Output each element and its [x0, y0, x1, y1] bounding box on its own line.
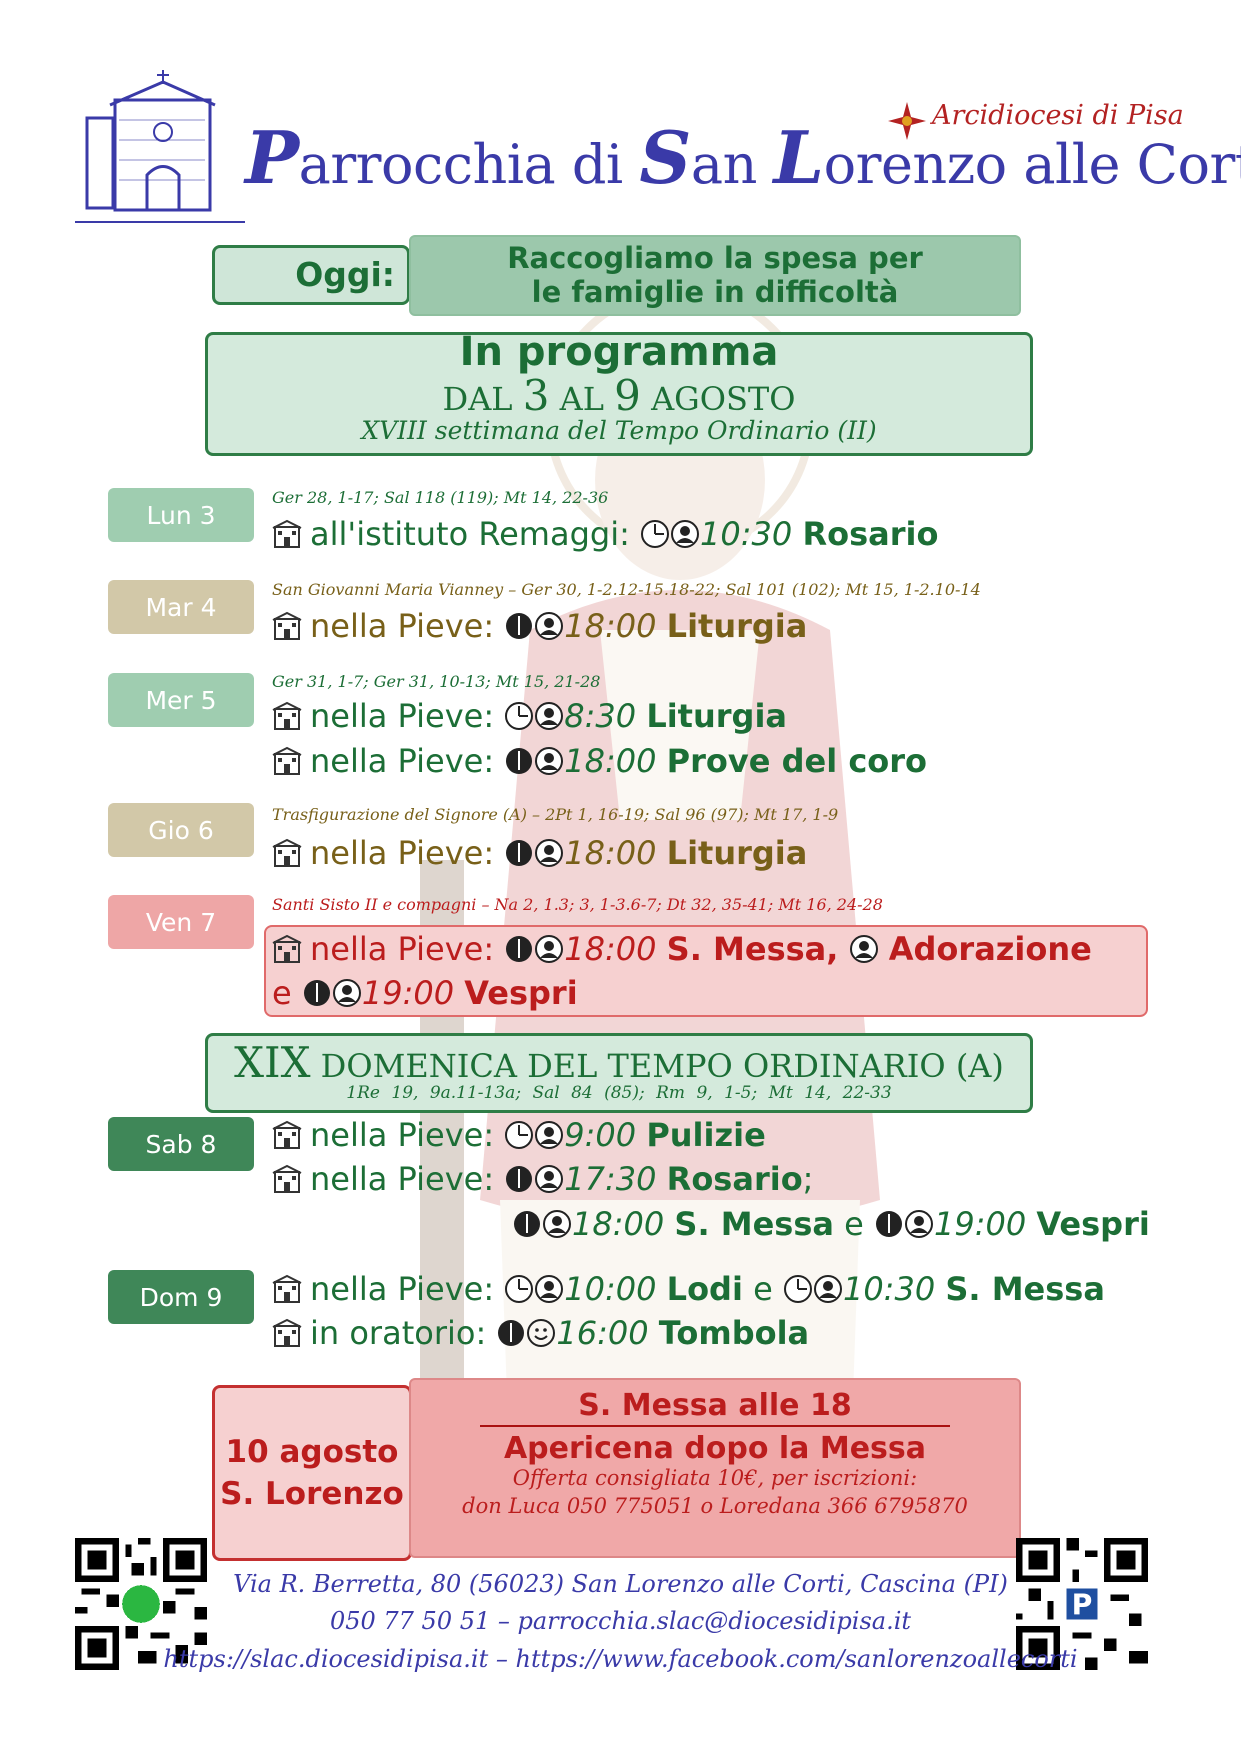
event-sat-2: nella Pieve: 17:30 Rosario;: [272, 1160, 813, 1198]
clock-icon: [505, 1165, 534, 1193]
today-line-1: Raccogliamo la spesa per: [507, 241, 923, 275]
event-fri-2: e 19:00 Vespri: [272, 974, 578, 1012]
day-reading-mon: Ger 28, 1-17; Sal 118 (119); Mt 14, 22-3…: [272, 488, 609, 507]
event-wed-1: nella Pieve: 8:30 Liturgia: [272, 697, 787, 735]
clock-icon: [783, 1275, 812, 1303]
program-heading: In programma: [459, 329, 779, 375]
clock-icon: [505, 935, 534, 963]
day-pill-tue: Mar 4: [108, 580, 254, 634]
svg-text:P: P: [1072, 1589, 1093, 1622]
event-tue-1: nella Pieve: 18:00 Liturgia: [272, 607, 807, 645]
praying-hands-icon: [905, 1210, 933, 1238]
today-label-box: Oggi:: [212, 245, 410, 305]
today-line-2: le famiglie in difficoltà: [531, 275, 899, 309]
day-reading-tue: San Giovanni Maria Vianney – Ger 30, 1-2…: [272, 580, 981, 599]
event-sun-2: in oratorio: 16:00 Tombola: [272, 1314, 809, 1352]
liturgy-icon: [535, 702, 564, 730]
chalice-icon: [813, 1275, 842, 1303]
church-icon: [272, 1165, 302, 1193]
feast-offer: Offerta consigliata 10€, per iscrizioni:: [512, 1466, 918, 1490]
day-pill-fri: Ven 7: [108, 895, 254, 949]
feast-date: 10 agosto: [225, 1434, 399, 1470]
program-week: XVIII settimana del Tempo Ordinario (II): [361, 416, 877, 445]
clock-icon: [641, 520, 670, 548]
liturgy-icon: [535, 612, 564, 640]
day-reading-wed: Ger 31, 1-7; Ger 31, 10-13; Mt 15, 21-28: [272, 672, 601, 691]
clock-icon: [302, 979, 331, 1007]
footer-links[interactable]: https://slac.diocesidipisa.it – https://…: [163, 1645, 1078, 1673]
paypal-qr-code[interactable]: P: [1016, 1538, 1148, 1670]
day-reading-fri: Santi Sisto II e compagni – Na 2, 1.3; 3…: [272, 895, 883, 914]
clock-icon: [505, 702, 534, 730]
footer-contact[interactable]: 050 77 50 51 – parrocchia.slac@diocesidi…: [329, 1607, 912, 1635]
friday-highlight-box: [264, 925, 1148, 1017]
cleaning-icon: [535, 1121, 564, 1149]
program-box: In programma DAL 3 AL 9 AGOSTO XVIII set…: [205, 329, 1033, 456]
today-notice: Raccogliamo la spesa per le famiglie in …: [409, 235, 1021, 316]
day-pill-sat: Sab 8: [108, 1117, 254, 1171]
today-label: Oggi:: [295, 255, 395, 294]
clock-icon: [505, 839, 534, 867]
choir-icon: [535, 747, 564, 775]
event-sun-1: nella Pieve: 10:00 Lodi e 10:30 S. Messa: [272, 1270, 1105, 1308]
clock-icon: [505, 612, 534, 640]
event-mon-1: all'istituto Remaggi: 10:30 Rosario: [272, 515, 938, 553]
clock-icon: [875, 1210, 903, 1238]
footer-address: Via R. Berretta, 80 (56023) San Lorenzo …: [233, 1570, 1008, 1598]
clock-icon: [505, 1121, 534, 1149]
chalice-icon: [543, 1210, 571, 1238]
clock-icon: [505, 747, 534, 775]
feast-event: Apericena dopo la Messa: [503, 1431, 927, 1466]
monstrance-icon: [849, 935, 878, 963]
church-icon: [272, 612, 302, 640]
day-pill-sun: Dom 9: [108, 1270, 254, 1324]
program-dates: DAL 3 AL 9 AGOSTO: [442, 371, 796, 420]
sunday-readings: 1Re 19, 9a.11-13a; Sal 84 (85); Rm 9, 1-…: [346, 1083, 892, 1103]
rosary-icon: [535, 1165, 564, 1193]
feast-mass: S. Messa alle 18: [578, 1388, 852, 1423]
event-thu-1: nella Pieve: 18:00 Liturgia: [272, 834, 807, 872]
parish-title: Parrocchia di San Lorenzo alle Corti: [245, 115, 1241, 200]
archdiocese-label: Arcidiocesi di Pisa: [932, 100, 1184, 131]
church-icon: [272, 1275, 302, 1303]
building-icon: [272, 520, 302, 548]
praying-hands-icon: [535, 1275, 564, 1303]
event-sat-3: 18:00 S. Messa e 19:00 Vespri: [512, 1205, 1150, 1243]
chalice-icon: [535, 935, 564, 963]
rosary-icon: [671, 520, 700, 548]
clock-icon: [497, 1319, 526, 1347]
feast-info-box: S. Messa alle 18 Apericena dopo la Messa…: [409, 1378, 1021, 1558]
church-icon: [272, 935, 302, 963]
church-logo: [75, 70, 245, 223]
event-sat-1: nella Pieve: 9:00 Pulizie: [272, 1116, 766, 1154]
praying-hands-icon: [332, 979, 361, 1007]
whatsapp-qr-code[interactable]: [75, 1538, 207, 1670]
church-icon: [272, 702, 302, 730]
day-reading-thu: Trasfigurazione del Signore (A) – 2Pt 1,…: [272, 805, 839, 824]
church-icon: [272, 839, 302, 867]
event-wed-2: nella Pieve: 18:00 Prove del coro: [272, 742, 927, 780]
day-pill-thu: Gio 6: [108, 803, 254, 857]
archdiocese-cross-icon: [888, 102, 926, 140]
feast-contacts: don Luca 050 775051 o Loredana 366 67958…: [462, 1494, 968, 1518]
clock-icon: [505, 1275, 534, 1303]
oratory-icon: [272, 1319, 302, 1347]
sunday-box: XIX DOMENICA DEL TEMPO ORDINARIO (A) 1Re…: [205, 1033, 1033, 1113]
church-icon: [272, 747, 302, 775]
liturgy-icon: [535, 839, 564, 867]
day-pill-mon: Lun 3: [108, 488, 254, 542]
church-icon: [272, 1121, 302, 1149]
event-fri-1: nella Pieve: 18:00 S. Messa, Adorazione: [272, 930, 1092, 968]
clock-icon: [513, 1210, 541, 1238]
smiley-icon: [527, 1319, 556, 1347]
feast-saint: S. Lorenzo: [220, 1476, 404, 1512]
sunday-heading: XIX DOMENICA DEL TEMPO ORDINARIO (A): [234, 1038, 1004, 1087]
feast-date-box: 10 agosto S. Lorenzo: [212, 1385, 412, 1561]
day-pill-wed: Mer 5: [108, 673, 254, 727]
divider: [480, 1425, 950, 1427]
